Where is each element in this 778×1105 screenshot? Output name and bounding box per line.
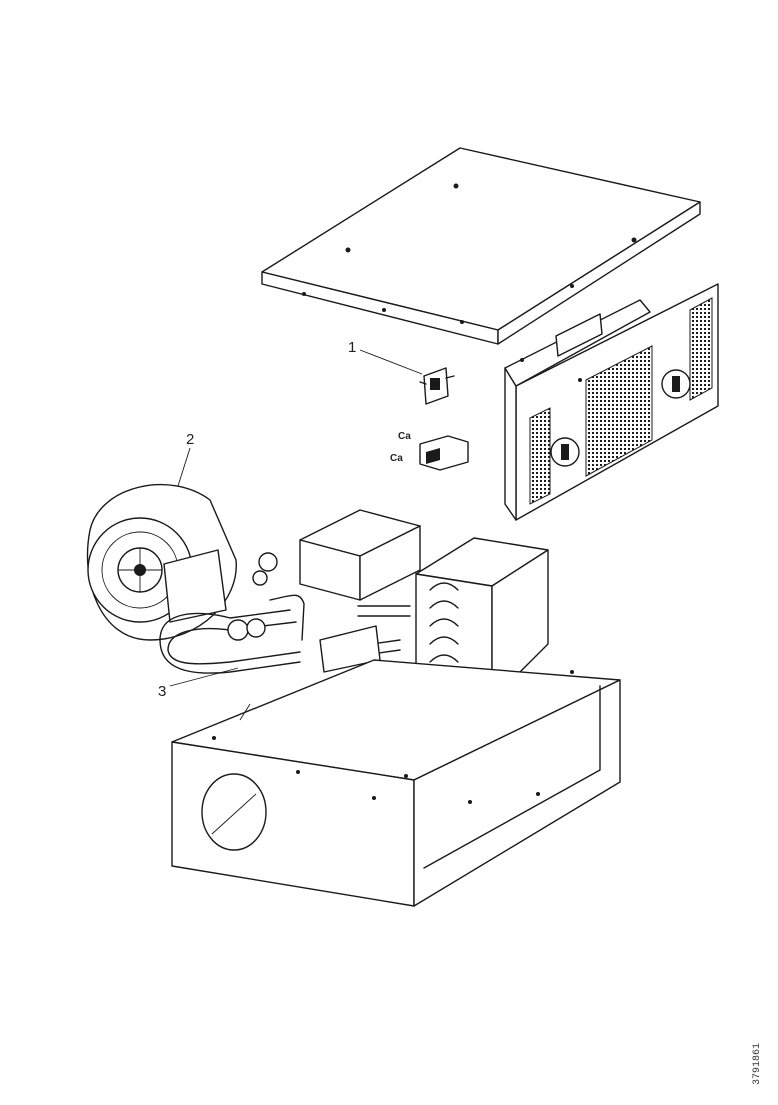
callout-item-3: 3: [158, 683, 167, 700]
rocker-switch: [419, 367, 455, 405]
connector-label-b: Ca: [390, 453, 403, 464]
relay-component: [419, 435, 469, 471]
callout-item-2: 2: [186, 431, 195, 448]
callout-item-1: 1: [348, 339, 357, 356]
leader-line-item1: [359, 349, 423, 375]
base-housing: [171, 659, 621, 907]
document-reference-number: 3791861: [752, 1042, 763, 1085]
connector-label-a: Ca: [398, 431, 411, 442]
leader-line-item2: [177, 447, 191, 487]
blower-fan: [86, 484, 237, 641]
leader-line-item3: [169, 667, 239, 687]
heater-valve-assembly: [159, 509, 421, 674]
top-cover-panel: [261, 147, 701, 345]
front-control-panel: [504, 283, 719, 521]
